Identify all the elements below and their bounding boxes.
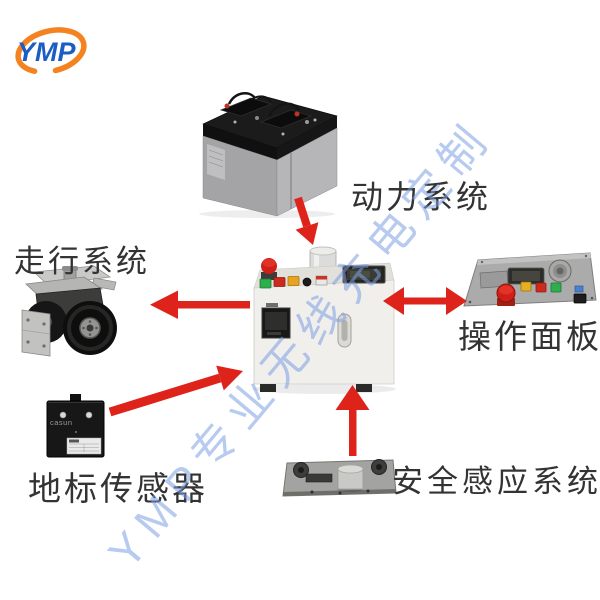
travel-system-label: 走行系统 (14, 244, 150, 279)
logo-text: YMP (17, 37, 77, 67)
safety-sensor-image (282, 459, 397, 497)
ymp-logo: YMP (15, 27, 87, 75)
safety-system-label: 安全感应系统 (392, 464, 600, 499)
landmark-sensor-label: 地标传感器 (28, 470, 208, 507)
logo-swoosh-icon (15, 27, 87, 75)
arrow-landmark-to-controller (108, 365, 243, 417)
sensor-brand-text: casun (50, 418, 73, 427)
arrow-controller-to-travel (150, 290, 250, 319)
arrow-power-to-controller (294, 196, 319, 245)
controller-box-image (252, 246, 396, 394)
landmark-sensor-image: casun (46, 394, 105, 458)
battery-pack-image (199, 91, 338, 218)
operation-panel-label: 操作面板 (458, 318, 600, 355)
operation-panel-image (463, 252, 597, 307)
power-system-label: 动力系统 (351, 179, 492, 215)
drive-wheel-image (21, 265, 117, 357)
arrow-controller-panel-bidirectional (383, 287, 467, 315)
arrow-safety-to-controller (335, 385, 370, 456)
